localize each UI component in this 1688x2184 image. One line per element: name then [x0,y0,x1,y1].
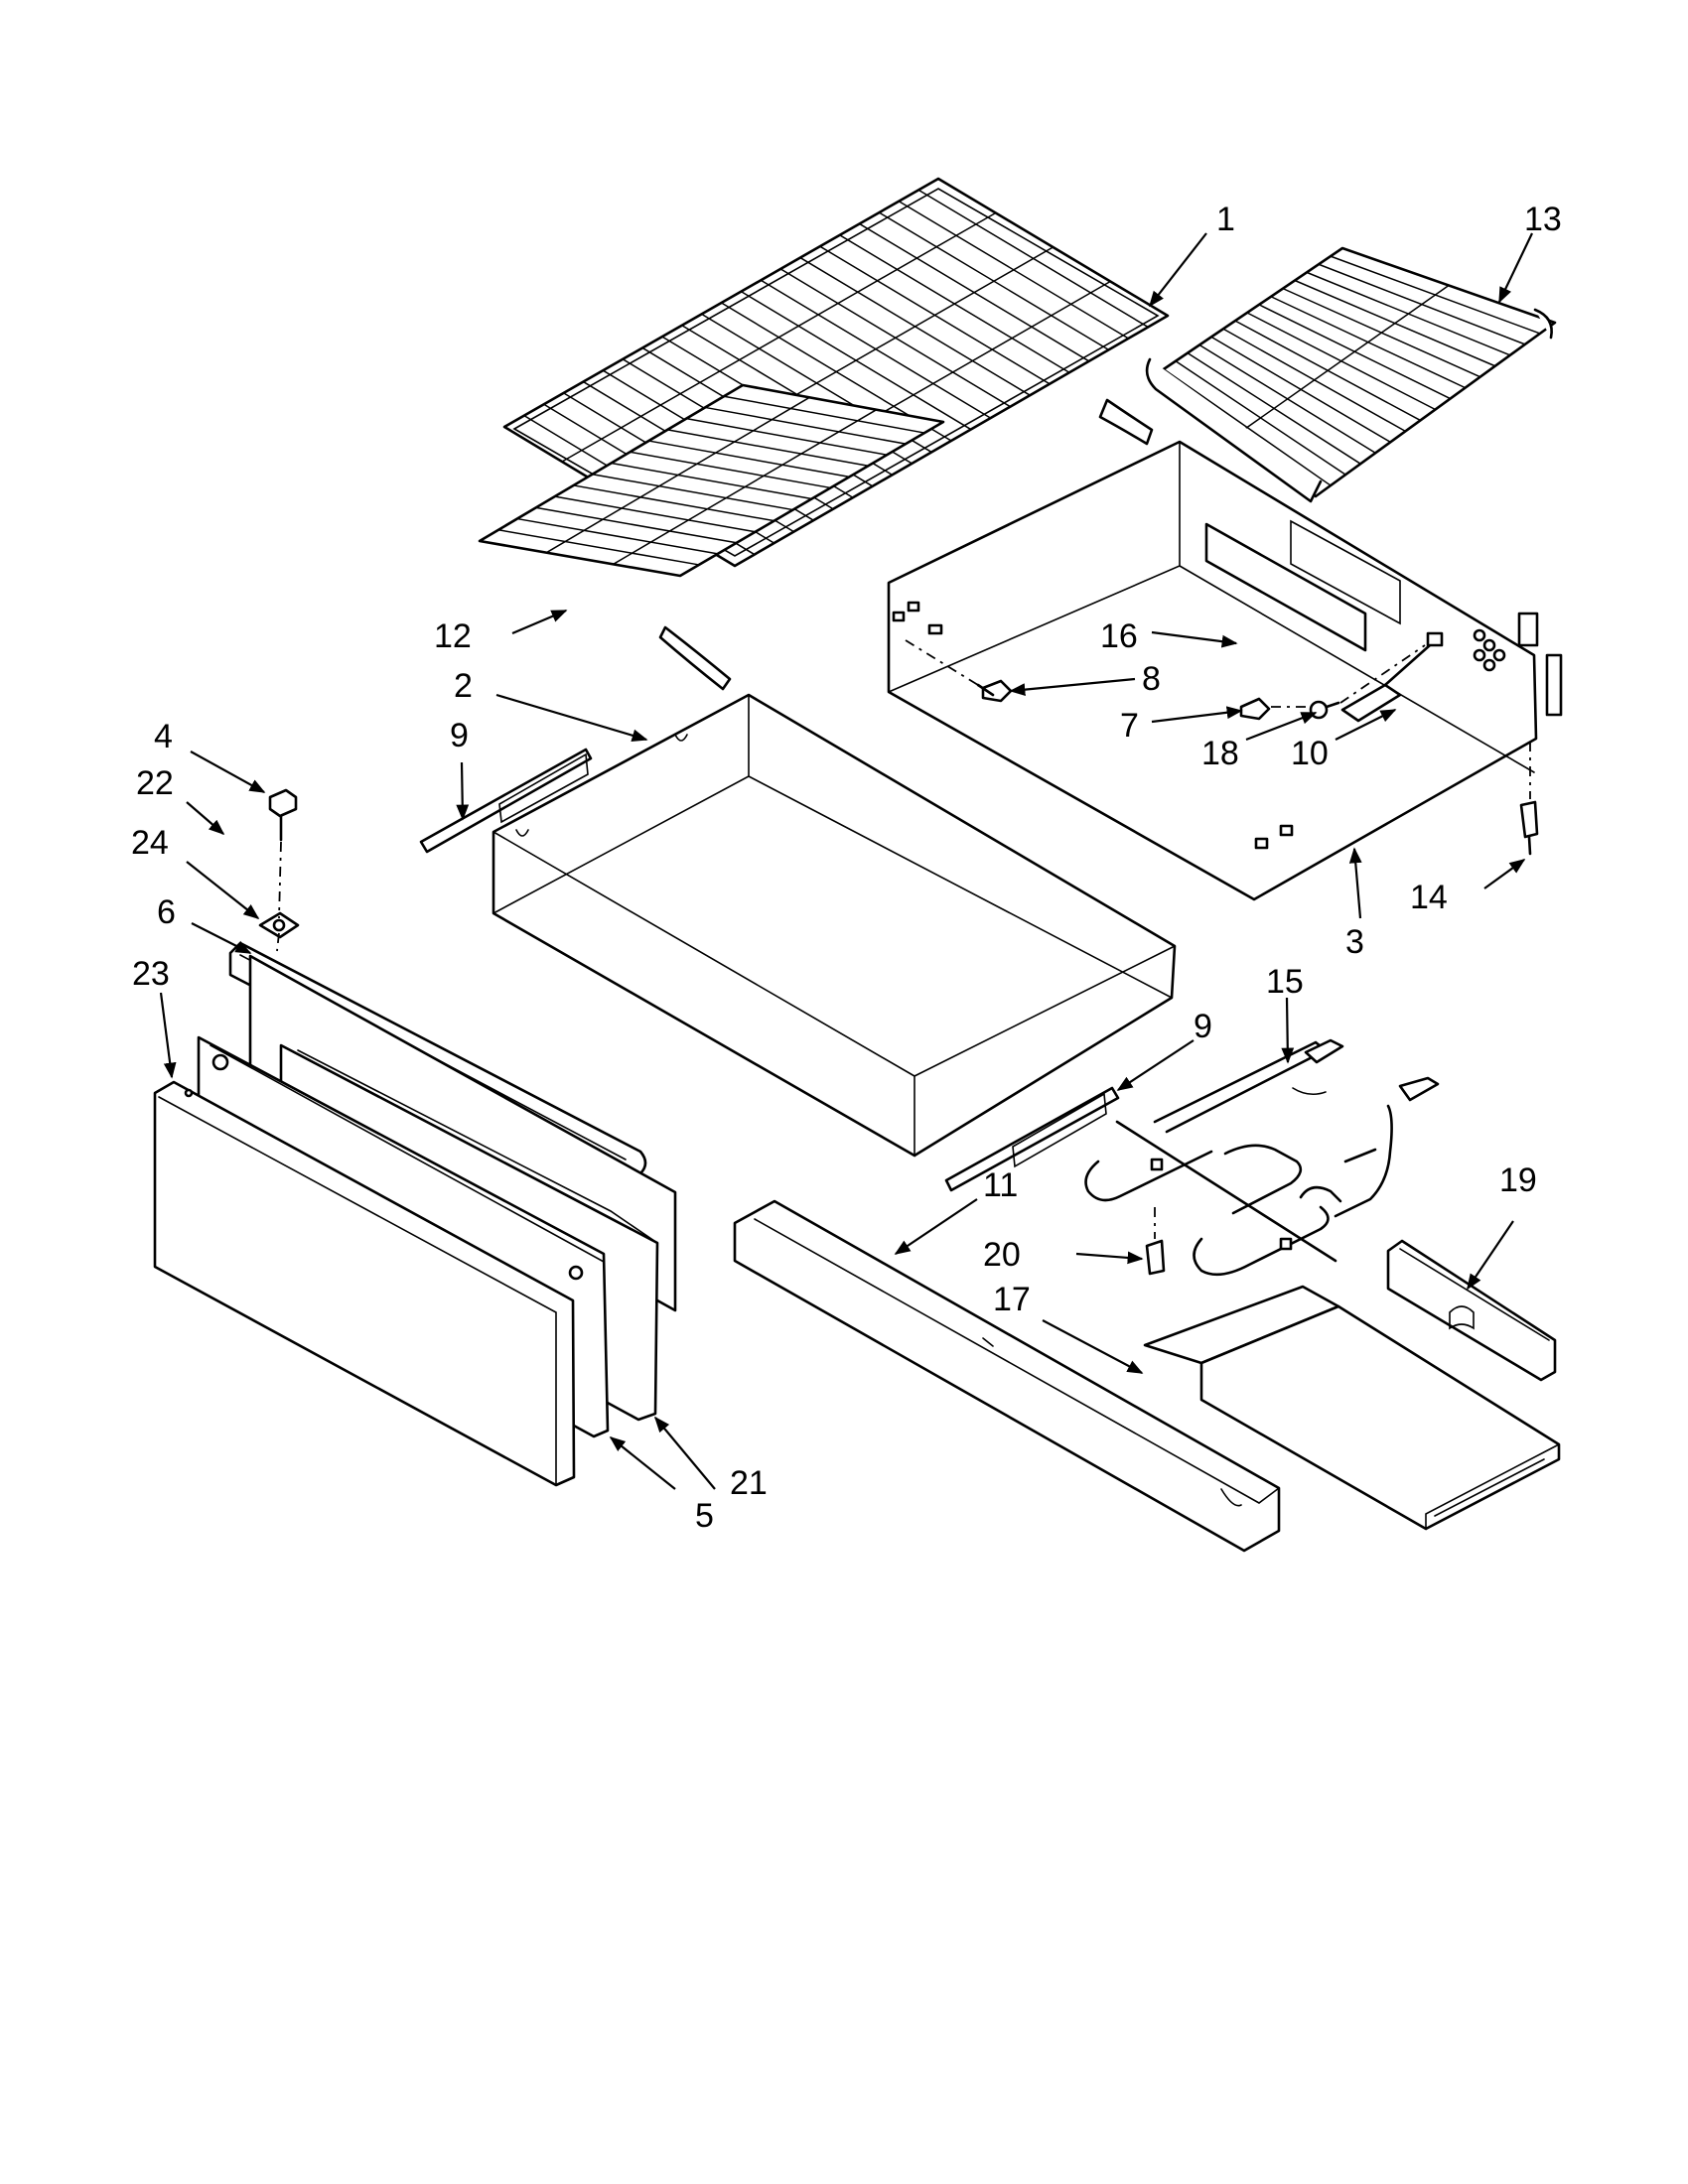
front-trim-part-11 [733,1199,1281,1553]
drawer-front-part-23 [153,1080,576,1487]
callout-6: 6 [157,893,176,931]
callout-9b: 9 [1194,1008,1212,1045]
screw-part-8 [976,679,1013,703]
callout-9a: 9 [450,717,469,754]
callout-8: 8 [1142,660,1161,698]
bracket-part-19 [1386,1239,1557,1382]
callout-16: 16 [1100,617,1138,655]
callout-2: 2 [454,667,473,705]
callout-7: 7 [1120,707,1139,745]
callout-15: 15 [1266,963,1304,1001]
callout-13: 13 [1524,201,1562,238]
callout-11: 11 [983,1166,1018,1204]
igniter-part-10 [1340,631,1444,723]
broiler-grid-part-13 [1145,246,1557,503]
callout-5: 5 [695,1497,714,1535]
screw-part-20 [1145,1239,1166,1276]
callout-3: 3 [1345,923,1364,961]
callout-20: 20 [983,1236,1021,1274]
callout-19: 19 [1499,1161,1537,1199]
callout-22: 22 [136,764,174,802]
alignment-lines [276,639,1531,1239]
leader-arrows [159,232,1533,1490]
callout-4: 4 [154,718,173,755]
clip-part-24 [258,911,300,939]
callout-10: 10 [1291,735,1329,772]
drip-tray-part-17 [1143,1285,1561,1531]
drawer-housing-part-3 [887,440,1563,901]
callout-23: 23 [132,955,170,993]
callout-17: 17 [993,1281,1031,1318]
screw-part-14 [1519,800,1539,856]
drawer-tray-part-2 [492,693,1177,1158]
oven-rack-part-12 [478,383,945,691]
callout-12: 12 [434,617,472,655]
callout-21: 21 [730,1464,768,1502]
slide-rail-part-9-right [944,1086,1120,1192]
callout-1: 1 [1216,201,1235,238]
slide-rail-part-9-left [419,748,593,854]
callout-24: 24 [131,824,169,862]
broil-element-part-15 [1084,1038,1440,1277]
callout-labels: 1 2 3 4 5 6 7 8 9 9 10 11 12 13 14 15 16… [131,201,1562,1535]
callout-18: 18 [1201,735,1239,772]
callout-14: 14 [1410,879,1448,916]
screw-part-4 [268,788,298,842]
